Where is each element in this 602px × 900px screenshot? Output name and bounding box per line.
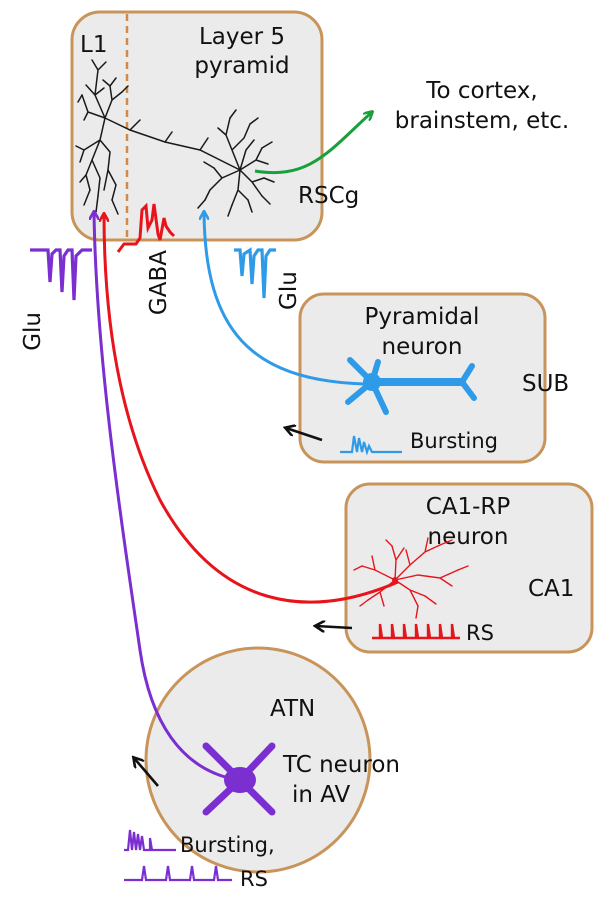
ca1-gaba-ipsc-trace: [116, 202, 176, 253]
output-projection-arrow: [254, 112, 372, 174]
ca1-firing-label: RS: [466, 621, 494, 645]
atn-firing-label-line2: RS: [240, 867, 268, 891]
sub-pyramidal-neuron: [345, 357, 477, 415]
layer1-label: L1: [80, 32, 107, 58]
rscg-label: RSCg: [298, 183, 359, 209]
sub-glu-epsc-trace: [234, 247, 276, 299]
sub-projection-arrow: [204, 212, 365, 386]
atn-cell-label-line2: in AV: [292, 782, 351, 808]
sub-bursting-trace: [340, 435, 402, 456]
sub-label: SUB: [522, 371, 569, 397]
ca1-direction-arrow: [316, 626, 353, 628]
ca1-rs-trace: [372, 623, 460, 640]
atn-rs-trace: [124, 865, 232, 882]
sub-region: Pyramidal neuron SUB Bursting: [286, 292, 569, 464]
rscg-region: L1 Layer 5 pyramid RSCg: [70, 10, 359, 242]
atn-label: ATN: [270, 696, 315, 722]
atn-projection-arrow: [94, 212, 239, 782]
sub-firing-label: Bursting: [410, 429, 498, 453]
sub-glu-label: Glu: [276, 271, 302, 310]
atn-bursting-trace: [124, 829, 176, 852]
atn-direction-arrow: [134, 758, 159, 787]
atn-glu-epsc-trace: [30, 248, 92, 301]
atn-firing-label-line1: Bursting,: [180, 833, 275, 857]
ca1-region: CA1-RP neuron CA1 RS: [316, 482, 594, 654]
ca1-label: CA1: [528, 576, 574, 602]
sub-cell-label-line1: Pyramidal: [365, 304, 480, 330]
atn-region: ATN TC neuron in AV: [134, 646, 400, 874]
ca1-gaba-label: GABA: [146, 250, 172, 315]
output-target-line2: brainstem, etc.: [395, 108, 569, 134]
ca1-cell-label-line1: CA1-RP: [426, 494, 511, 520]
rscg-box: [70, 10, 324, 242]
sub-direction-arrow: [286, 428, 323, 442]
atn-cell-label-line1: TC neuron: [282, 752, 400, 778]
layer5-pyramid-neuron: [75, 59, 275, 217]
ca1-box: [344, 482, 594, 654]
layer5-label-line1: Layer 5: [199, 24, 285, 50]
ca1-projection-arrow: [104, 214, 399, 604]
ca1-cell-label-line2: neuron: [428, 524, 509, 550]
ca1-rp-neuron: [353, 537, 469, 619]
layer5-label-line2: pyramid: [194, 53, 289, 79]
output-target-line1: To cortex,: [425, 78, 537, 104]
tc-neuron: [202, 742, 276, 816]
atn-glu-label: Glu: [20, 312, 46, 351]
sub-cell-label-line2: neuron: [382, 334, 463, 360]
